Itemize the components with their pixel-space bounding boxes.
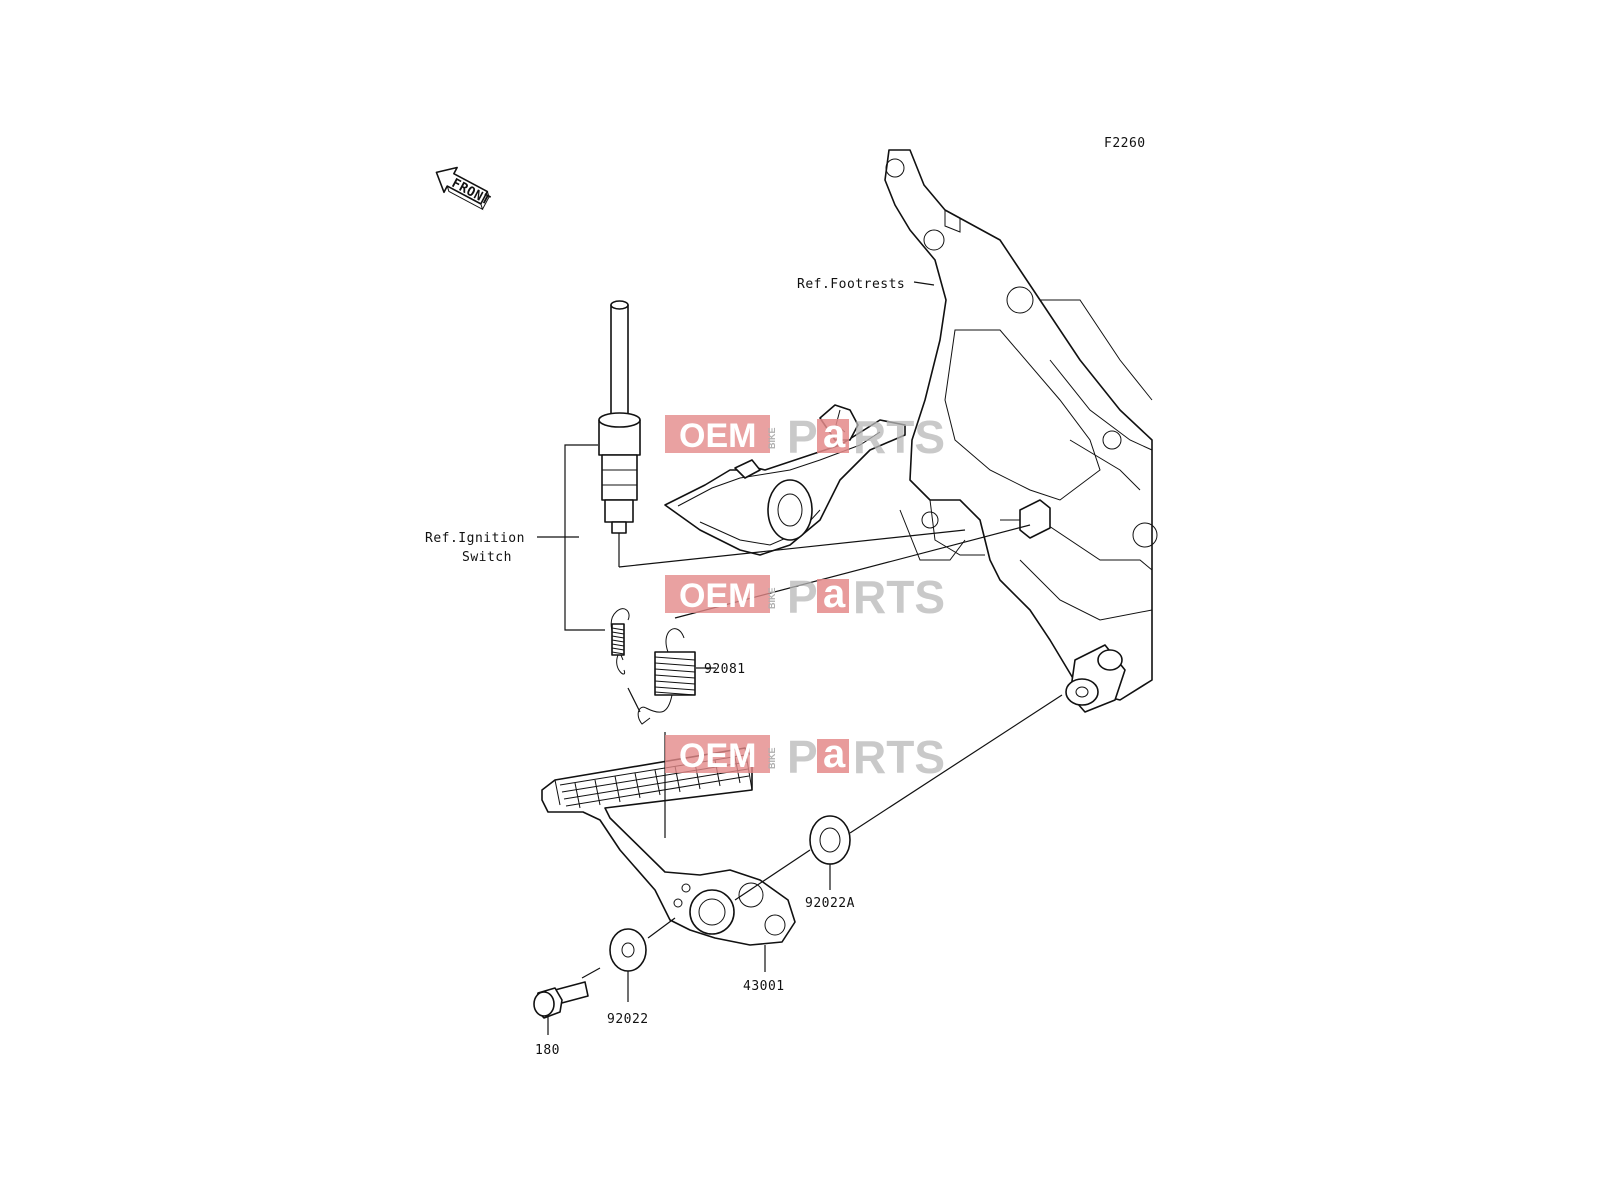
watermark-a-text: a (823, 412, 846, 456)
frame-bracket (884, 149, 1158, 713)
washer-92022A (809, 815, 851, 865)
small-spring (610, 608, 630, 675)
label-part-180: 180 (535, 1043, 560, 1058)
label-part-43001: 43001 (743, 979, 785, 994)
label-part-92022: 92022 (607, 1012, 649, 1027)
watermark-p-text: P (787, 571, 818, 623)
watermark-p-text: P (787, 731, 818, 783)
diagram-code: F2260 (1104, 136, 1146, 151)
watermark-oem-text: OEM (679, 577, 756, 615)
label-part-92022A: 92022A (805, 896, 855, 911)
washer-92022 (609, 928, 647, 972)
watermark-oem-text: OEM (679, 737, 756, 775)
label-ref-ignition-line1: Ref.Ignition (425, 531, 525, 546)
watermark-rts-text: RTS (853, 411, 945, 463)
bolt-180 (533, 981, 589, 1019)
return-spring-92081 (637, 628, 696, 725)
watermark-a-text: a (823, 732, 846, 776)
brake-pedal-43001 (541, 747, 796, 946)
brake-light-switch (598, 300, 641, 567)
front-arrow-icon: FRONT (435, 166, 493, 211)
watermark-rts-text: RTS (853, 731, 945, 783)
watermark-oem-parts-3: OEM BIKE P a RTS (665, 731, 945, 783)
watermark-a-text: a (823, 572, 846, 616)
watermark-oem-parts-2: OEM BIKE P a RTS (665, 571, 945, 623)
watermark-rts-text: RTS (853, 571, 945, 623)
watermark-oem-parts-1: OEM BIKE P a RTS (665, 411, 945, 463)
watermark-p-text: P (787, 411, 818, 463)
label-ref-footrests: Ref.Footrests (797, 277, 905, 292)
watermark-bike-text: BIKE (767, 427, 777, 449)
watermark-bike-text: BIKE (767, 747, 777, 769)
watermark-bike-text: BIKE (767, 587, 777, 609)
watermark-oem-text: OEM (679, 417, 756, 455)
label-part-92081: 92081 (704, 662, 746, 677)
front-arrow-label: FRONT (449, 176, 493, 209)
label-ref-ignition-line2: Switch (462, 550, 512, 565)
